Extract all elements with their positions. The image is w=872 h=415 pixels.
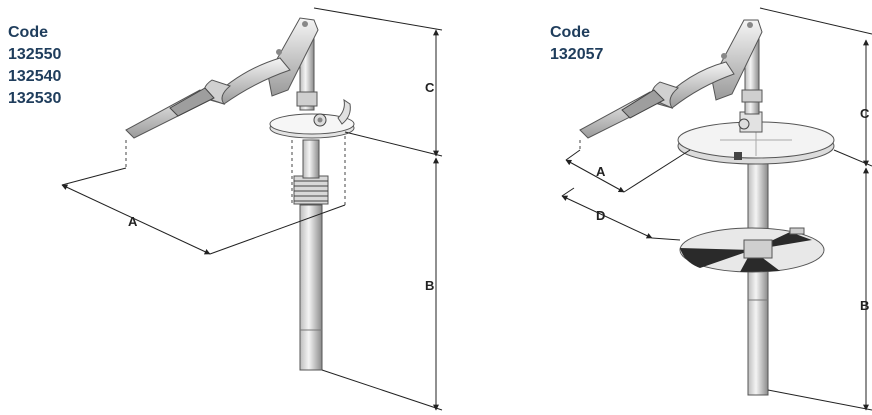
left-label-a: A — [128, 214, 138, 229]
left-code-heading: Code — [8, 24, 48, 41]
left-thread-ring — [293, 175, 329, 205]
left-tube — [299, 204, 323, 371]
right-label-c: C — [860, 106, 870, 121]
left-code-3: 132530 — [8, 90, 62, 107]
left-code-2: 132540 — [8, 68, 62, 85]
left-label-b: B — [425, 278, 434, 293]
left-pump-drawing — [125, 17, 355, 371]
right-dimensions — [561, 7, 872, 411]
right-label-d: D — [596, 208, 605, 223]
right-code-1: 132057 — [550, 46, 604, 63]
right-pump-drawing — [579, 19, 835, 396]
left-code-1: 132550 — [8, 46, 62, 63]
right-label-b: B — [860, 298, 869, 313]
left-dim-a-line — [61, 184, 211, 255]
right-lever-link — [711, 19, 763, 101]
right-tube — [747, 149, 769, 396]
left-lever-link — [267, 17, 319, 97]
left-handle-arm — [209, 57, 291, 105]
left-code-list: Code 132550 132540 132530 — [8, 22, 61, 110]
right-dim-a-line — [565, 159, 625, 193]
left-label-c: C — [425, 80, 435, 95]
right-dim-d-line — [561, 195, 653, 239]
right-code-heading: Code — [550, 24, 590, 41]
right-handle-arm — [657, 61, 735, 109]
left-dimensions — [61, 7, 443, 411]
right-label-a: A — [596, 164, 606, 179]
right-code-list: Code 132057 — [550, 22, 603, 66]
